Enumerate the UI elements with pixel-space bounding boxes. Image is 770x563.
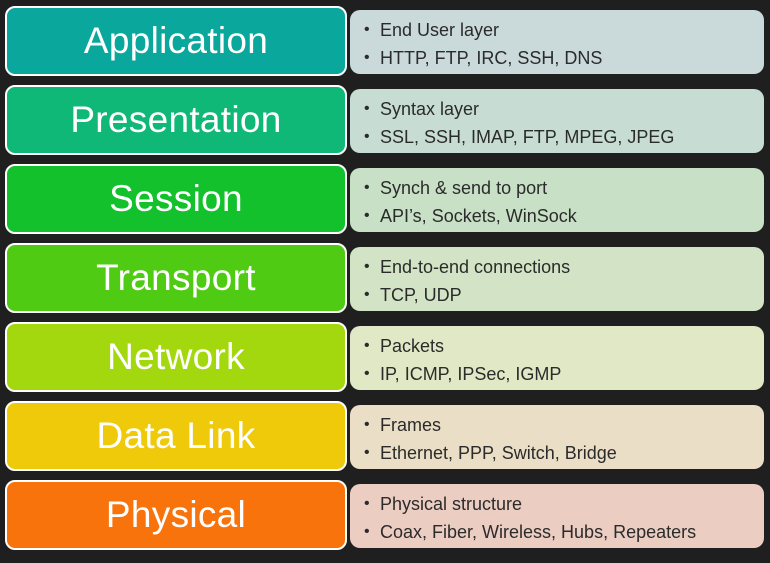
note-text: Frames bbox=[380, 415, 442, 435]
bullet-icon: • bbox=[364, 444, 370, 461]
layer-name: Network bbox=[5, 322, 347, 392]
note-item: • HTTP, FTP, IRC, SSH, DNS bbox=[364, 44, 764, 72]
bullet-icon: • bbox=[364, 100, 370, 117]
layer-notes: • Syntax layer • SSL, SSH, IMAP, FTP, MPEG… bbox=[350, 89, 764, 153]
note-item: • Ethernet, PPP, Switch, Bridge bbox=[364, 439, 764, 467]
bullet-icon: • bbox=[364, 179, 370, 196]
note-item: • SSL, SSH, IMAP, FTP, MPEG, JPEG bbox=[364, 123, 764, 151]
note-text: IP, ICMP, IPSec, IGMP bbox=[380, 364, 562, 384]
note-item: • TCP, UDP bbox=[364, 281, 764, 309]
note-text: TCP, UDP bbox=[380, 285, 462, 305]
layer-notes: • Frames • Ethernet, PPP, Switch, Bridge bbox=[350, 405, 764, 469]
bullet-icon: • bbox=[364, 21, 370, 38]
bullet-icon: • bbox=[364, 128, 370, 145]
layer-physical: Physical • Physical structure • Coax, Fibe… bbox=[0, 477, 770, 553]
note-item: • Packets bbox=[364, 332, 764, 360]
note-text: Syntax layer bbox=[380, 99, 480, 119]
bullet-icon: • bbox=[364, 495, 370, 512]
layer-notes: • Physical structure • Coax, Fiber, Wirele… bbox=[350, 484, 764, 548]
layer-notes: • Synch & send to port • API’s, Sockets, W… bbox=[350, 168, 764, 232]
note-text: Packets bbox=[380, 336, 445, 356]
note-text: Synch & send to port bbox=[380, 178, 548, 198]
note-text: End-to-end connections bbox=[380, 257, 571, 277]
note-text: SSL, SSH, IMAP, FTP, MPEG, JPEG bbox=[380, 127, 675, 147]
layer-notes: • End-to-end connections • TCP, UDP bbox=[350, 247, 764, 311]
note-text: Ethernet, PPP, Switch, Bridge bbox=[380, 443, 617, 463]
note-item: • End-to-end connections bbox=[364, 253, 764, 281]
bullet-icon: • bbox=[364, 49, 370, 66]
note-text: Coax, Fiber, Wireless, Hubs, Repeaters bbox=[380, 522, 697, 542]
layer-transport: Transport • End-to-end connections • TCP, … bbox=[0, 240, 770, 316]
bullet-icon: • bbox=[364, 207, 370, 224]
note-text: API’s, Sockets, WinSock bbox=[380, 206, 577, 226]
layer-network: Network • Packets • IP, ICMP, IPSec, IGMP bbox=[0, 319, 770, 395]
bullet-icon: • bbox=[364, 416, 370, 433]
note-item: • IP, ICMP, IPSec, IGMP bbox=[364, 360, 764, 388]
note-item: • Syntax layer bbox=[364, 95, 764, 123]
layer-presentation: Presentation • Syntax layer • SSL, SSH, IM… bbox=[0, 82, 770, 158]
note-item: • Frames bbox=[364, 411, 764, 439]
layer-name: Data Link bbox=[5, 401, 347, 471]
layer-name: Presentation bbox=[5, 85, 347, 155]
layer-application: Application • End User layer • HTTP, FTP, … bbox=[0, 3, 770, 79]
note-text: End User layer bbox=[380, 20, 500, 40]
note-text: Physical structure bbox=[380, 494, 523, 514]
bullet-icon: • bbox=[364, 286, 370, 303]
note-item: • End User layer bbox=[364, 16, 764, 44]
bullet-icon: • bbox=[364, 337, 370, 354]
layer-name: Physical bbox=[5, 480, 347, 550]
layer-name: Transport bbox=[5, 243, 347, 313]
note-text: HTTP, FTP, IRC, SSH, DNS bbox=[380, 48, 603, 68]
note-item: • Physical structure bbox=[364, 490, 764, 518]
note-item: • API’s, Sockets, WinSock bbox=[364, 202, 764, 230]
note-item: • Synch & send to port bbox=[364, 174, 764, 202]
bullet-icon: • bbox=[364, 365, 370, 382]
layer-notes: • Packets • IP, ICMP, IPSec, IGMP bbox=[350, 326, 764, 390]
bullet-icon: • bbox=[364, 258, 370, 275]
layer-data-link: Data Link • Frames • Ethernet, PPP, Switch… bbox=[0, 398, 770, 474]
note-item: • Coax, Fiber, Wireless, Hubs, Repeaters bbox=[364, 518, 764, 546]
bullet-icon: • bbox=[364, 523, 370, 540]
layer-name: Application bbox=[5, 6, 347, 76]
layer-session: Session • Synch & send to port • API’s, So… bbox=[0, 161, 770, 237]
layer-notes: • End User layer • HTTP, FTP, IRC, SSH, DN… bbox=[350, 10, 764, 74]
layer-name: Session bbox=[5, 164, 347, 234]
